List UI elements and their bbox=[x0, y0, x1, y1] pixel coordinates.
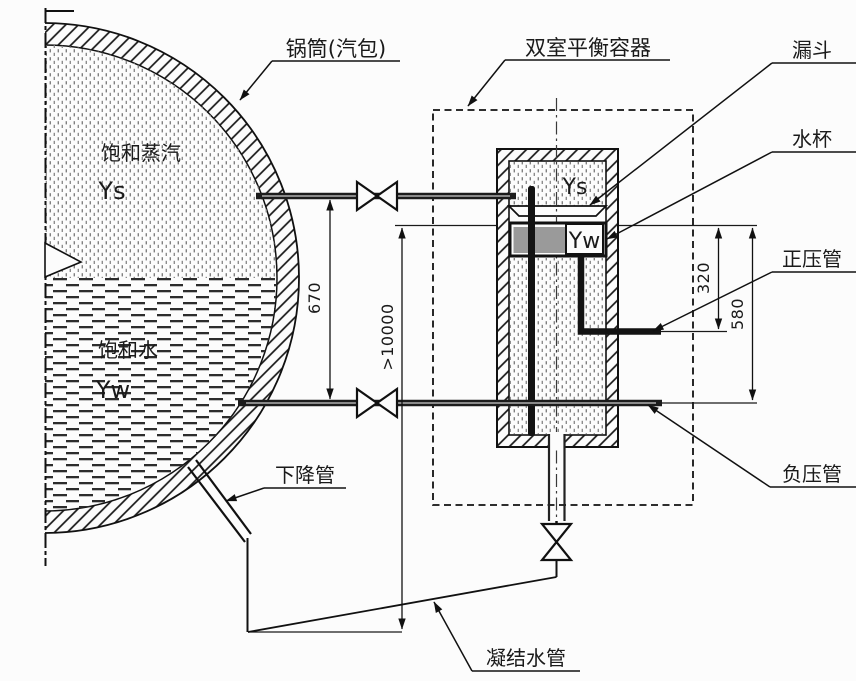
steam-valve-right bbox=[375, 179, 399, 213]
drum-water-symbol: Yw bbox=[95, 376, 130, 404]
vessel-lower-chamber bbox=[510, 258, 605, 434]
drum-steam-symbol: Ys bbox=[97, 177, 125, 205]
dimensions: 670 >10000 320 580 bbox=[305, 199, 757, 630]
drain-valve-bottom bbox=[539, 540, 574, 562]
balance-vessel-boundary bbox=[432, 109, 694, 506]
downcomer-label: 下降管 bbox=[275, 463, 335, 487]
drum-water-region-label: 饱和水 bbox=[98, 338, 158, 362]
break-symbol bbox=[44, 241, 83, 279]
dim-text-670: 670 bbox=[305, 282, 324, 314]
condensate-pipe-label: 凝结水管 bbox=[486, 646, 566, 670]
drain-valve-top bbox=[539, 522, 574, 544]
condensate-leader bbox=[433, 601, 473, 672]
downcomer-wall-a bbox=[195, 459, 252, 535]
balance-vessel: Ys Yw bbox=[496, 98, 661, 519]
dim-text-10000: >10000 bbox=[378, 303, 397, 370]
water-cup-label: 水杯 bbox=[792, 127, 832, 151]
negative-pressure-pipe-label: 负压管 bbox=[782, 462, 842, 486]
positive-pressure-pipe bbox=[577, 256, 661, 335]
vessel-steam-chamber bbox=[510, 162, 605, 206]
drain-assembly bbox=[539, 432, 574, 577]
vessel-steam-symbol: Ys bbox=[562, 175, 588, 200]
vessel-leader bbox=[467, 59, 506, 107]
drum-label: 锅筒(汽包) bbox=[286, 37, 386, 61]
condensate-down-tube bbox=[528, 186, 535, 436]
water-valve-left bbox=[355, 386, 379, 420]
drum-steam-region-label: 饱和蒸汽 bbox=[101, 141, 181, 165]
vessel-cup-symbol: Yw bbox=[568, 229, 600, 254]
dim-text-580: 580 bbox=[728, 298, 747, 330]
isolation-valves bbox=[355, 179, 399, 420]
funnel bbox=[506, 205, 609, 217]
negative-pipe-leader bbox=[647, 404, 771, 488]
funnel-label: 漏斗 bbox=[792, 38, 832, 62]
balance-vessel-label: 双室平衡容器 bbox=[525, 36, 651, 60]
extension-lines bbox=[248, 224, 757, 633]
leader-lines bbox=[225, 59, 856, 672]
funnel-leader bbox=[589, 62, 773, 206]
positive-pipe-leader bbox=[652, 271, 773, 332]
cup-leader bbox=[606, 151, 773, 240]
drum-leader bbox=[239, 60, 273, 101]
steam-valve-left bbox=[355, 179, 379, 213]
drain-wall-gap bbox=[548, 432, 565, 448]
dim-text-320: 320 bbox=[694, 262, 713, 294]
downcomer-leader bbox=[225, 487, 265, 502]
boiler-drum bbox=[45, 22, 300, 534]
cup-symbol-box bbox=[565, 223, 604, 255]
downcomer-wall-b bbox=[187, 466, 246, 543]
water-cup-fill bbox=[513, 227, 566, 253]
water-valve-right bbox=[375, 386, 399, 420]
downcomer-and-condensate bbox=[187, 459, 557, 633]
positive-pressure-pipe-label: 正压管 bbox=[782, 247, 842, 271]
